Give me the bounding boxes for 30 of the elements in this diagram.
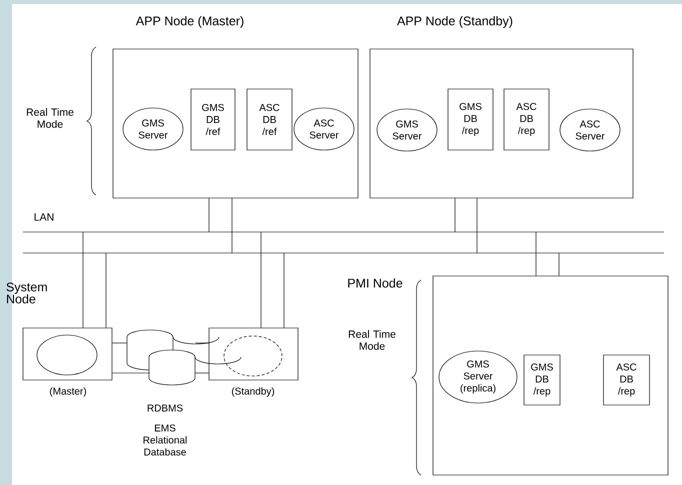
- node-title: APP Node (Standby): [397, 16, 512, 28]
- lan-line: [23, 252, 664, 254]
- side-label: LAN: [34, 213, 54, 221]
- side-label: System Node: [6, 282, 47, 304]
- node-title: PMI Node: [348, 278, 402, 288]
- connector-line: [112, 342, 127, 344]
- database-box: ASC DB /rep: [504, 88, 550, 150]
- connector-line: [558, 252, 560, 276]
- node-label: RDBMS: [148, 404, 183, 412]
- database-box: ASC DB /rep: [603, 354, 650, 406]
- side-label: Real Time Mode: [26, 108, 74, 128]
- connector-line: [82, 232, 84, 328]
- database-box: GMS DB /rep: [524, 354, 560, 406]
- connector-line: [195, 372, 209, 374]
- connector-line: [260, 232, 262, 328]
- server-ellipse: [224, 336, 282, 376]
- connector-line: [476, 198, 478, 254]
- server-ellipse: [36, 334, 98, 376]
- connector-line: [112, 372, 150, 374]
- connector-line: [454, 198, 456, 232]
- connector-line: [208, 198, 210, 232]
- node-label: (Master): [50, 387, 86, 397]
- database-box: GMS DB /ref: [190, 88, 236, 150]
- database-box: GMS DB /rep: [448, 88, 494, 150]
- connector-line: [195, 342, 209, 344]
- side-label: Real Time Mode: [348, 330, 396, 350]
- node-title: APP Node (Master): [136, 16, 244, 28]
- database-box: ASC DB /ref: [246, 88, 292, 150]
- node-label: (Standby): [232, 387, 274, 397]
- node-label: EMS Relational Database: [144, 424, 187, 456]
